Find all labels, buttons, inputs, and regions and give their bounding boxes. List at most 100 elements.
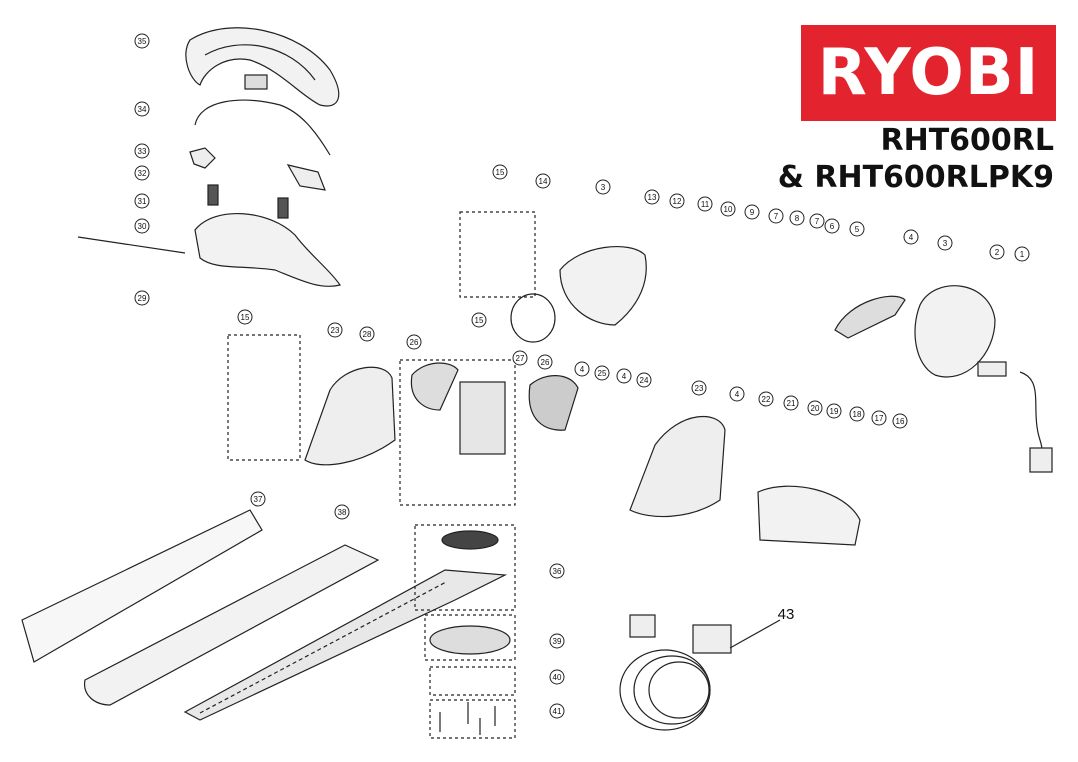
callout-8: 8 [789,210,805,226]
rear-housing-part [914,285,996,378]
callout-circle [537,354,553,370]
callout-circle [768,208,784,224]
callout-circle [471,312,487,328]
motor-part [459,381,506,455]
callout-label: 31 [138,197,147,206]
callout-5: 5 [849,221,865,237]
callout-circle [729,386,745,402]
callout-label: 15 [496,168,505,177]
callout-label: 8 [795,214,800,223]
callout-23: 23 [691,380,707,396]
callout-10: 10 [720,201,736,217]
callout-11: 11 [697,196,713,212]
callout-21: 21 [783,395,799,411]
callout-circle [549,633,565,649]
callout-label: 28 [363,330,372,339]
callout-3: 3 [937,235,953,251]
front-housing-part [559,245,647,326]
callout-circle [134,143,150,159]
blade-cover-part [83,544,380,706]
callout-circle [594,365,610,381]
spring-part [207,184,289,219]
callout-circle [644,189,660,205]
callout-label: 3 [601,183,606,192]
callout-label: 39 [553,637,562,646]
callout-37: 37 [250,491,266,507]
motor-group [399,359,516,506]
callout-label: 4 [622,372,627,381]
callout-label: 23 [695,384,704,393]
screw-group-left [227,334,301,461]
callout-label: 11 [701,200,710,209]
callout-label: 17 [875,414,884,423]
callout-circle [250,491,266,507]
callout-4: 4 [616,368,632,384]
callout-4: 4 [903,229,919,245]
blade-group [414,524,516,611]
callout-label: 35 [138,37,147,46]
callout-circle [789,210,805,226]
callout-9: 9 [744,204,760,220]
callout-circle [134,290,150,306]
callout-4: 4 [574,361,590,377]
callout-30: 30 [134,218,150,234]
callout-label: 26 [410,338,419,347]
callout-circle [134,101,150,117]
callout-12: 12 [669,193,685,209]
brand-logo: RYOBI [801,25,1056,121]
callout-label: 27 [516,354,525,363]
callout-label: 29 [138,294,147,303]
callout-label: 15 [475,316,484,325]
callout-2: 2 [989,244,1005,260]
callout-circle [134,165,150,181]
callout-circle [636,372,652,388]
callout-label: 32 [138,169,147,178]
grip-part [834,295,906,339]
callout-28: 28 [359,326,375,342]
callout-18: 18 [849,406,865,422]
callout-circle [237,309,253,325]
callout-7: 7 [809,213,825,229]
callout-label: 5 [855,225,860,234]
callout-circle [669,193,685,209]
callout-circle [492,164,508,180]
callout-circle [903,229,919,245]
callout-22: 22 [758,391,774,407]
callout-circle [807,400,823,416]
callout-31: 31 [134,193,150,209]
callout-label: 15 [241,313,250,322]
callout-label: 13 [648,193,657,202]
callout-34: 34 [134,101,150,117]
callout-label: 4 [735,390,740,399]
callout-circle [937,235,953,251]
callout-circle [334,504,350,520]
callout-circle [826,403,842,419]
callout-41: 41 [549,703,565,719]
callout-label: 14 [539,177,548,186]
callout-circle [989,244,1005,260]
callout-15: 15 [471,312,487,328]
callout-circle [549,703,565,719]
callout-label: 7 [815,217,820,226]
callout-label: 41 [553,707,562,716]
gear-part [441,530,499,550]
callout-label: 23 [331,326,340,335]
right-housing-part [629,415,726,518]
callout-15: 15 [492,164,508,180]
left-housing-part [304,366,396,466]
callout-label: 16 [896,417,905,426]
callout-19: 19 [826,403,842,419]
model-number-2: & RHT600RLPK9 [777,160,1054,195]
callout-label: 38 [338,508,347,517]
callout-38: 38 [334,504,350,520]
callout-label: 9 [750,208,755,217]
callout-circle [1014,246,1030,262]
callout-circle [809,213,825,229]
callout-label: 4 [909,233,914,242]
extension-cord-part [619,614,732,731]
callout-39: 39 [549,633,565,649]
blade-sheath-part [21,509,263,663]
callout-circle [849,406,865,422]
